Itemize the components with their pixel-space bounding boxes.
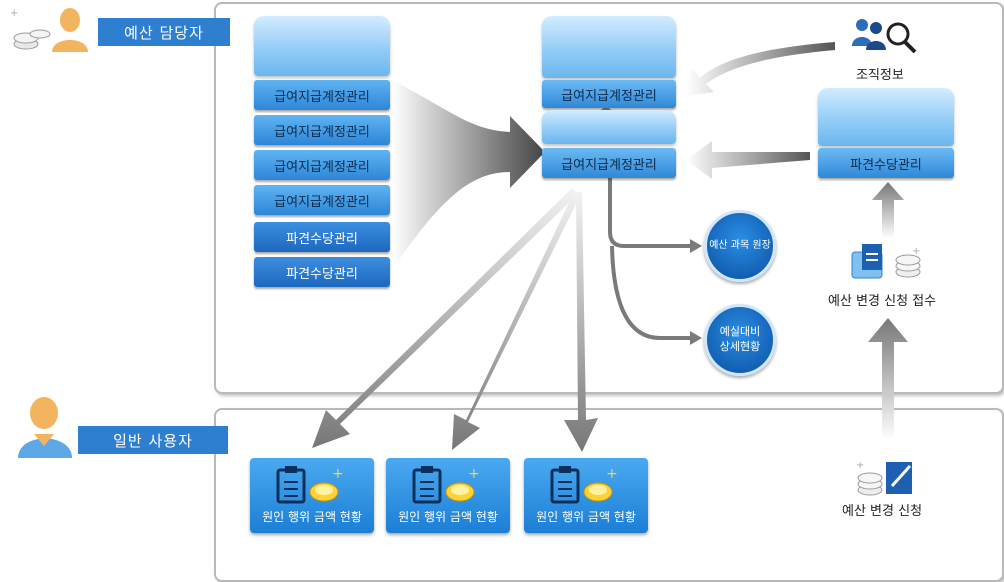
org-search-icon [852, 19, 917, 54]
org-info-label: 조직정보 [856, 68, 904, 83]
stack-item[interactable]: 급여지급계정관리 [254, 115, 390, 145]
center-db-top [542, 16, 676, 78]
org-to-db-arrow [686, 42, 835, 96]
dispatch-db-label[interactable]: 파견수당관리 [818, 148, 954, 178]
cause-amount-card[interactable]: + 원인 행위 금액 현황 [386, 458, 510, 533]
ledger-circle[interactable]: 예산 과목 원장 [704, 210, 776, 282]
stack-item[interactable]: 급여지급계정관리 [254, 80, 390, 110]
coins-form-icon: + [856, 460, 912, 496]
budget-manager-avatar-icon [52, 8, 88, 52]
fan-arrow-right [564, 192, 598, 452]
stack-item[interactable]: 파견수당관리 [254, 257, 390, 287]
budget-compare-circle[interactable]: 예실대비 상세현황 [704, 304, 776, 376]
general-user-avatar-icon [18, 397, 72, 458]
fan-arrow-left [312, 188, 578, 448]
svg-text:+: + [912, 246, 920, 257]
general-user-label: 일반 사용자 [78, 426, 228, 454]
svg-text:+: + [856, 460, 864, 471]
clipboard-coins-icon: + [412, 466, 480, 504]
center-db-mid [542, 110, 676, 144]
budget-manager-label: 예산 담당자 [98, 18, 230, 46]
receipt-to-dispatch-arrow [872, 182, 904, 238]
center-bottom-db-label[interactable]: 급여지급계정관리 [542, 148, 676, 178]
svg-text:+: + [468, 466, 480, 482]
cause-amount-card[interactable]: + 원인 행위 금액 현황 [524, 458, 648, 533]
card-label: 원인 행위 금액 현황 [262, 510, 362, 524]
stack-db-top [254, 16, 390, 76]
document-pen-icon: + [851, 244, 921, 279]
change-request-label: 예산 변경 신청 [842, 504, 923, 519]
merge-arrow [392, 80, 545, 270]
dispatch-to-db-arrow [686, 141, 810, 179]
db-to-circles-line [608, 178, 690, 248]
cause-amount-card[interactable]: + 원인 행위 금액 현황 [250, 458, 374, 533]
clipboard-coins-icon: + [276, 466, 344, 504]
svg-text:+: + [606, 466, 618, 482]
stack-item[interactable]: 급여지급계정관리 [254, 150, 390, 180]
svg-text:+: + [332, 466, 344, 482]
request-to-receipt-arrow [868, 318, 908, 440]
change-receipt-label: 예산 변경 신청 접수 [828, 294, 937, 309]
dispatch-db-top [818, 88, 954, 146]
card-label: 원인 행위 금액 현황 [398, 510, 498, 524]
stack-item[interactable]: 급여지급계정관리 [254, 185, 390, 215]
stack-item[interactable]: 파견수당관리 [254, 222, 390, 252]
card-label: 원인 행위 금액 현황 [536, 510, 636, 524]
ledger-circle-label: 예산 과목 원장 [709, 240, 771, 252]
clipboard-coins-icon: + [550, 466, 618, 504]
fan-arrow-middle [452, 192, 580, 450]
coins-icon: + [10, 8, 51, 50]
compare-label-line1: 예실대비 [719, 325, 761, 339]
compare-label-line2: 상세현황 [719, 340, 761, 353]
center-top-db-label[interactable]: 급여지급계정관리 [542, 80, 676, 108]
svg-text:+: + [10, 8, 18, 19]
